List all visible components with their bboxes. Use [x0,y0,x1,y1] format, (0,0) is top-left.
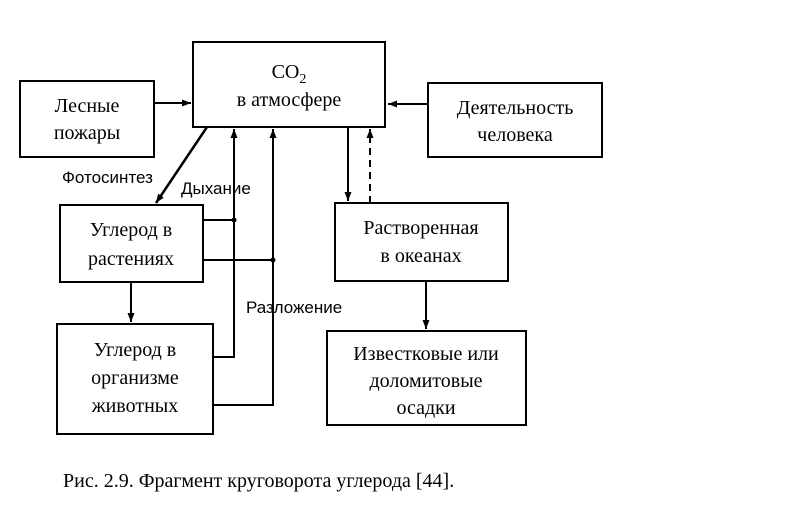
carbon-plants-line2: растениях [88,248,174,270]
human-activity-line2: человека [477,124,553,146]
node-forest-fires: Лесные пожары [19,80,155,158]
carbon-plants-line1: Углерод в [90,219,173,241]
deposits-line2: доломитовые [369,370,482,392]
dissolved-oceans-line1: Растворенная [363,217,478,239]
node-human-activity: Деятельность человека [427,82,603,158]
forest-fires-line2: пожары [54,122,120,144]
co2-formula: CO2 [272,61,307,87]
figure-caption: Рис. 2.9. Фрагмент круговорота углерода … [63,470,454,492]
arrow-photosynthesis [154,126,209,204]
deposits-line3: осадки [396,397,455,419]
junction-dot-decomposition [270,257,276,263]
node-carbon-plants: Углерод в растениях [59,204,204,283]
dissolved-oceans-line2: в океанах [380,245,461,267]
carbon-animals-line2: организме [91,367,179,389]
node-carbon-animals: Углерод в организме животных [56,323,214,435]
arrow-respiration-to-co2 [213,129,238,358]
node-dissolved-oceans: Растворенная в океанах [334,202,509,282]
node-deposits: Известковые или доломитовые осадки [326,330,527,426]
carbon-animals-line1: Углерод в [94,339,177,361]
junction-dot-respiration [231,217,237,223]
connectors [127,99,430,406]
human-activity-line1: Деятельность [457,97,574,119]
label-photosynthesis: Фотосинтез [62,168,153,187]
deposits-line1: Известковые или [353,343,499,365]
label-decomposition: Разложение [246,298,342,317]
forest-fires-line1: Лесные [55,95,120,117]
node-co2-atmosphere: CO2 в атмосфере [192,41,386,128]
label-respiration: Дыхание [181,179,251,198]
arrow-decomposition-to-co2 [213,129,277,406]
co2-location: в атмосфере [237,89,342,111]
carbon-animals-line3: животных [91,395,178,417]
